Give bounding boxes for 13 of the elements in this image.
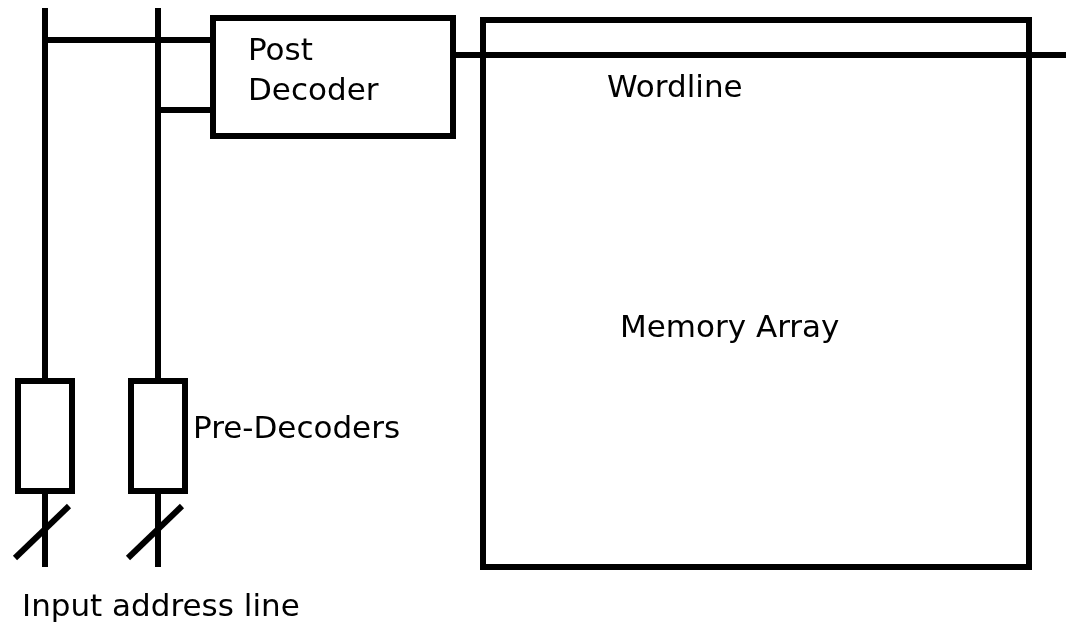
- pre-decoder-box: [15, 378, 75, 494]
- wire: [456, 52, 1066, 58]
- text-label: Input address line: [22, 586, 300, 625]
- box-label: Memory Array: [620, 307, 840, 346]
- node-caption: Pre-Decoders: [193, 408, 401, 447]
- memory-array-box: [480, 17, 1032, 570]
- box-label: Post Decoder: [248, 30, 380, 110]
- wire: [155, 107, 210, 378]
- wire: [42, 494, 48, 567]
- decoder-box: [210, 15, 456, 139]
- wire: [155, 494, 161, 567]
- pre-decoder-box: [128, 378, 188, 494]
- wire: [42, 37, 210, 378]
